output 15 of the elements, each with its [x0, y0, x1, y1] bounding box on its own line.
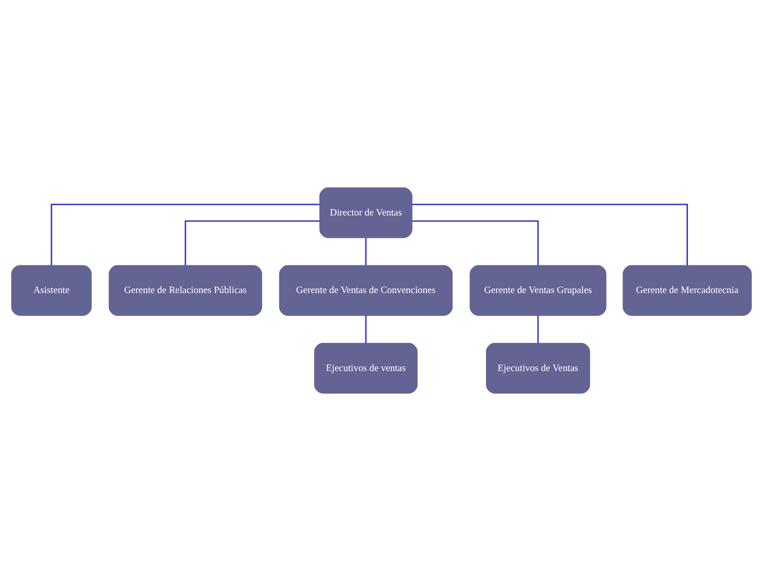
node-box: Gerente de Ventas Grupales: [470, 265, 606, 316]
node-box: Ejecutivos de Ventas: [486, 342, 590, 394]
connector: [50, 204, 320, 266]
node-box: Gerente de Ventas de Convenciones: [279, 265, 453, 316]
node-box: Director de Ventas: [319, 187, 412, 238]
node-box: Asistente: [11, 265, 92, 316]
node-box: Gerente de Relaciones Públicas: [108, 265, 262, 316]
node-box: Gerente de Mercadotecnia: [622, 265, 752, 316]
connector: [365, 238, 367, 266]
connector: [184, 220, 320, 266]
connector: [412, 220, 539, 266]
node-box: Ejecutivos de ventas: [314, 342, 418, 394]
connector: [412, 204, 688, 266]
connector: [365, 316, 367, 343]
connector: [537, 316, 539, 343]
